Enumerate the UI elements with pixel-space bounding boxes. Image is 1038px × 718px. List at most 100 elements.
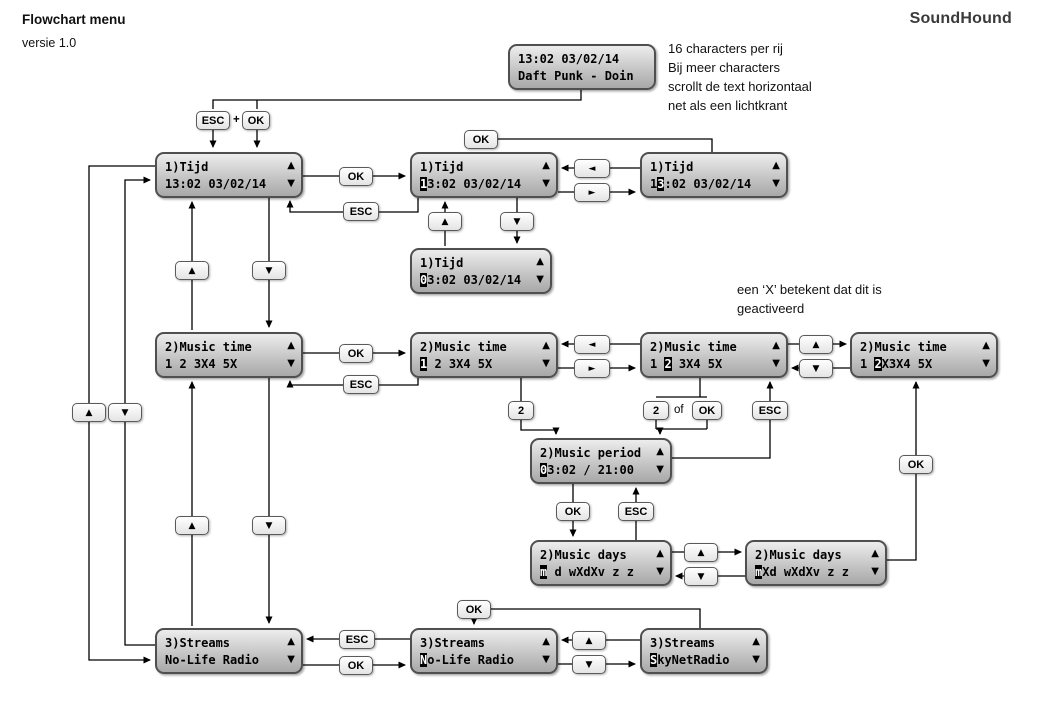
button-down-streams[interactable]: ▼	[572, 655, 606, 674]
lcd-scroll-up-icon: ▲	[982, 340, 990, 351]
lcd-scroll-up-icon: ▲	[542, 636, 550, 647]
button-ok-combo[interactable]: OK	[242, 111, 270, 130]
lcd-line2: mXd wXdXv z z	[755, 564, 863, 581]
button-ok-music[interactable]: OK	[339, 344, 373, 363]
button-up-streams[interactable]: ▲	[572, 631, 606, 650]
button-up-wrap[interactable]: ▲	[72, 403, 106, 422]
button-up-music-x[interactable]: ▲	[799, 335, 833, 354]
button-left-tijd[interactable]: ◄	[574, 159, 610, 178]
button-up-days[interactable]: ▲	[684, 543, 718, 562]
lcd-line2-post: 2 3X4 5X	[427, 357, 493, 371]
button-ok-days[interactable]: OK	[899, 455, 933, 474]
lcd-scroll-up-icon: ▲	[287, 636, 295, 647]
lcd-line2: 13:02 03/02/14	[420, 176, 534, 193]
lcd-line2-inv-cursor: 0	[540, 463, 548, 477]
wire-esc-period	[672, 381, 774, 459]
note-scrolling-text: 16 characters per rij Bij meer character…	[668, 39, 812, 115]
lcd-line1: 2)Music time	[650, 340, 737, 354]
lcd-line1: 2)Music time	[860, 340, 947, 354]
wire-nowplaying-to-combo	[212, 88, 582, 109]
button-down-menu-top[interactable]: ▼	[252, 261, 286, 280]
lcd-line2-pre: 1	[650, 357, 665, 371]
button-down-wrap[interactable]: ▼	[108, 403, 142, 422]
note-line: 16 characters per rij	[668, 41, 783, 56]
button-down-tijd-digit[interactable]: ▼	[500, 212, 534, 231]
lcd-line2-pre: 1	[650, 177, 658, 191]
lcd-line1: 13:02 03/02/14	[518, 52, 620, 66]
button-esc-combo[interactable]: ESC	[196, 111, 230, 130]
lcd-scroll-down-icon: ▼	[871, 566, 879, 577]
version-label: versie 1.0	[22, 36, 77, 50]
lcd-line2-inv-cursor: 2	[874, 357, 882, 371]
button-ok-period-enter[interactable]: OK	[692, 401, 722, 420]
lcd-line2-post: d wXdXv z z	[547, 565, 634, 579]
button-esc-period[interactable]: ESC	[752, 401, 788, 420]
button-right-music[interactable]: ►	[574, 359, 610, 378]
button-down-days[interactable]: ▼	[684, 567, 718, 586]
lcd-line1: 2)Music days	[540, 548, 627, 562]
button-down-menu-bottom[interactable]: ▼	[252, 516, 286, 535]
lcd-screen-music-days-activated: 2)Music days mXd wXdXv z z ▲ ▼	[745, 540, 887, 586]
button-right-tijd[interactable]: ►	[574, 183, 610, 202]
lcd-line2-inv-cursor: 0	[420, 273, 428, 287]
button-down-music-x[interactable]: ▼	[799, 359, 833, 378]
wire-days-ok-confirm	[887, 381, 920, 561]
button-ok-streams[interactable]: OK	[339, 656, 373, 675]
lcd-scroll-down-icon: ▼	[542, 358, 550, 369]
brand-logo: SoundHound	[909, 10, 1012, 27]
button-two-right[interactable]: 2	[643, 401, 669, 420]
lcd-scroll-down-icon: ▼	[536, 274, 544, 285]
lcd-scroll-up-icon: ▲	[536, 256, 544, 267]
lcd-line2-inv-cursor: 3	[657, 177, 665, 191]
button-esc-music[interactable]: ESC	[343, 375, 379, 394]
note-line: geactiveerd	[737, 301, 805, 316]
button-left-music[interactable]: ◄	[574, 335, 610, 354]
button-ok-tijd[interactable]: OK	[339, 167, 373, 186]
lcd-scroll-down-icon: ▼	[772, 358, 780, 369]
lcd-scroll-down-icon: ▼	[752, 654, 760, 665]
lcd-line1: 2)Music period	[540, 446, 642, 460]
lcd-line2: 1 2 3X4 5X	[165, 356, 279, 373]
lcd-line1: 2)Music time	[165, 340, 252, 354]
button-ok-streams-top[interactable]: OK	[457, 600, 491, 619]
button-up-tijd-digit[interactable]: ▲	[428, 212, 462, 231]
lcd-line1: 3)Streams	[165, 636, 231, 650]
lcd-scroll-up-icon: ▲	[772, 340, 780, 351]
button-up-menu-bottom[interactable]: ▲	[175, 516, 209, 535]
wire-ok-top-tijd	[477, 138, 713, 152]
lcd-line1: 3)Streams	[420, 636, 486, 650]
lcd-line1: 3)Streams	[650, 636, 716, 650]
lcd-line1: 2)Music days	[755, 548, 842, 562]
lcd-scroll-up-icon: ▲	[542, 340, 550, 351]
button-esc-streams[interactable]: ESC	[339, 630, 375, 649]
lcd-line2-inv-cursor: m	[755, 565, 763, 579]
lcd-line2: 13:02 03/02/14	[165, 176, 279, 193]
button-esc-tijd[interactable]: ESC	[343, 202, 379, 221]
lcd-line2-inv-cursor: m	[540, 565, 548, 579]
button-ok-enter-edit-top[interactable]: OK	[464, 130, 498, 149]
lcd-line2: 1 2 3X4 5X	[650, 356, 764, 373]
lcd-line2-inv-cursor: N	[420, 653, 428, 667]
lcd-scroll-up-icon: ▲	[871, 548, 879, 559]
lcd-line2-post: X3X4 5X	[881, 357, 933, 371]
button-ok-period[interactable]: OK	[556, 502, 590, 521]
lcd-line2-post: o-Life Radio	[427, 653, 514, 667]
lcd-line2-post: Xd wXdXv z z	[762, 565, 849, 579]
lcd-line2-inv-cursor: S	[650, 653, 658, 667]
button-up-menu-top[interactable]: ▲	[175, 261, 209, 280]
lcd-line2: 13:02 03/02/14	[650, 176, 764, 193]
button-two-left[interactable]: 2	[508, 401, 534, 420]
button-esc-days[interactable]: ESC	[618, 502, 654, 521]
lcd-line1: 1)Tijd	[165, 160, 209, 174]
lcd-line2: 03:02 03/02/14	[420, 272, 528, 289]
